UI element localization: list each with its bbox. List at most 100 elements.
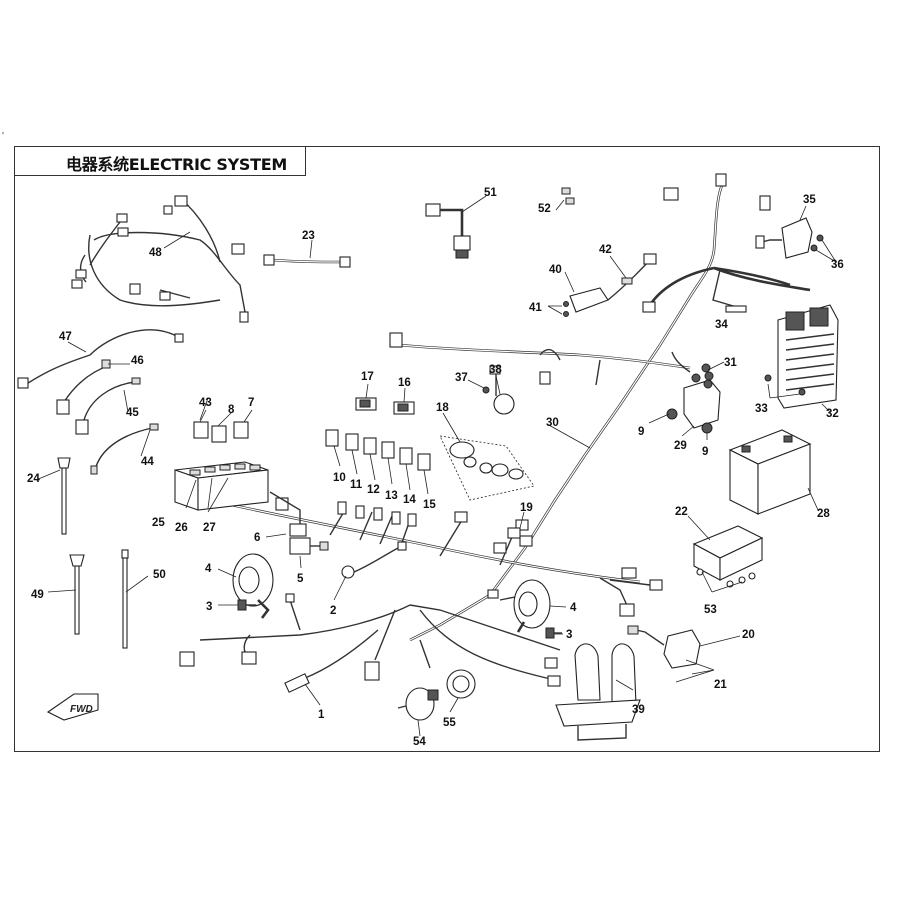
part-52-fittings (561, 187, 575, 205)
callout-12: 12 (367, 484, 380, 496)
part-29-starter-relay (671, 351, 721, 429)
callout-31: 31 (724, 357, 737, 369)
main-harness (199, 184, 811, 681)
callout-35: 35 (803, 194, 816, 206)
callout-1: 1 (318, 709, 325, 721)
part-2-sensor (341, 547, 399, 579)
callout-53: 53 (704, 604, 717, 616)
callout-23: 23 (302, 230, 315, 242)
callout-13: 13 (385, 490, 398, 502)
part-54-ignition (397, 687, 439, 721)
callout-50: 50 (153, 569, 166, 581)
callout-15: 15 (423, 499, 436, 511)
callout-44: 44 (141, 456, 154, 468)
part-22-ecu (692, 525, 764, 588)
part-24-cable-tie (57, 457, 71, 535)
callout-39: 39 (632, 704, 645, 716)
part-23-lead (263, 254, 351, 268)
part-1-speed-sensor (284, 629, 379, 693)
part-33-bolts (764, 374, 806, 396)
callout-51: 51 (484, 187, 497, 199)
part-3-bolt-right (545, 627, 562, 639)
callout-36: 36 (831, 259, 844, 271)
part-18-ignition-set (439, 435, 535, 501)
part-4-horn-left (232, 553, 274, 619)
part-32-regulator (777, 304, 839, 409)
callout-45: 45 (126, 407, 139, 419)
part-46-lead (56, 359, 111, 415)
callout-43: 43 (199, 397, 212, 409)
callout-24: 24 (27, 473, 40, 485)
part-19-connector (507, 527, 521, 539)
callout-41: 41 (529, 302, 542, 314)
callout-7: 7 (248, 397, 254, 409)
callout-49: 49 (31, 589, 44, 601)
callout-18: 18 (436, 402, 449, 414)
part-25-fuse-box (174, 461, 269, 511)
part-36-bolts (810, 234, 824, 252)
callout-3a: 3 (206, 601, 212, 613)
callout-27: 27 (203, 522, 216, 534)
leader-lines (35, 195, 837, 737)
fwd-label: FWD (70, 704, 93, 715)
fwd-arrow: FWD (46, 693, 99, 721)
part-6-connector (269, 491, 307, 537)
part-37-bolt (482, 386, 490, 394)
part-45-lead (75, 377, 141, 435)
part-40-sensor (563, 287, 609, 317)
callout-33: 33 (755, 403, 768, 415)
callout-4b: 4 (570, 602, 577, 614)
part-44-lead (90, 423, 159, 475)
callout-48: 48 (149, 247, 162, 259)
callout-11: 11 (350, 479, 363, 491)
part-39-bracket (555, 643, 641, 741)
relays-43-8-7 (193, 421, 249, 443)
part-35-module (755, 217, 813, 259)
callout-8: 8 (228, 404, 235, 416)
callout-46: 46 (131, 355, 144, 367)
callout-19: 19 (520, 502, 533, 514)
callout-3b: 3 (566, 629, 572, 641)
part-20-relay (627, 625, 701, 669)
part-16-switch (393, 401, 415, 415)
callout-9b: 9 (702, 446, 708, 458)
callout-38: 38 (489, 364, 502, 376)
title-block (14, 146, 306, 176)
callout-47: 47 (59, 331, 72, 343)
harness-connectors (179, 173, 771, 687)
callout-26: 26 (175, 522, 188, 534)
callout-22: 22 (675, 506, 688, 518)
callout-42: 42 (599, 244, 612, 256)
drawing-frame (14, 146, 880, 752)
part-50-cable-tie (121, 549, 129, 649)
callout-6: 6 (254, 532, 260, 544)
part-4-horn-right (513, 579, 551, 633)
switches-10-15 (325, 429, 431, 471)
callout-21: 21 (714, 679, 727, 691)
edge-tick-mark: ' (2, 131, 4, 142)
callout-52: 52 (538, 203, 551, 215)
callout-28: 28 (817, 508, 830, 520)
callout-4a: 4 (205, 563, 212, 575)
callout-14: 14 (403, 494, 416, 506)
callout-25: 25 (152, 517, 165, 529)
callout-5: 5 (297, 573, 304, 585)
part-48-front-harness (71, 195, 249, 323)
part-55-nut (446, 669, 476, 699)
part-47-lead (17, 329, 184, 389)
part-49-cable-tie (69, 554, 85, 635)
part-28-battery (728, 429, 812, 515)
callout-2: 2 (330, 605, 336, 617)
callout-34: 34 (715, 319, 728, 331)
callout-30: 30 (546, 417, 559, 429)
part-34-fuse (725, 305, 747, 313)
callout-54: 54 (413, 736, 426, 748)
diagram-title: 电器系统ELECTRIC SYSTEM (66, 155, 287, 174)
part-5-sensor (289, 537, 329, 555)
callout-9a: 9 (638, 426, 644, 438)
callout-20: 20 (742, 629, 755, 641)
callout-29: 29 (674, 440, 687, 452)
callout-17: 17 (361, 371, 374, 383)
callout-37: 37 (455, 372, 468, 384)
